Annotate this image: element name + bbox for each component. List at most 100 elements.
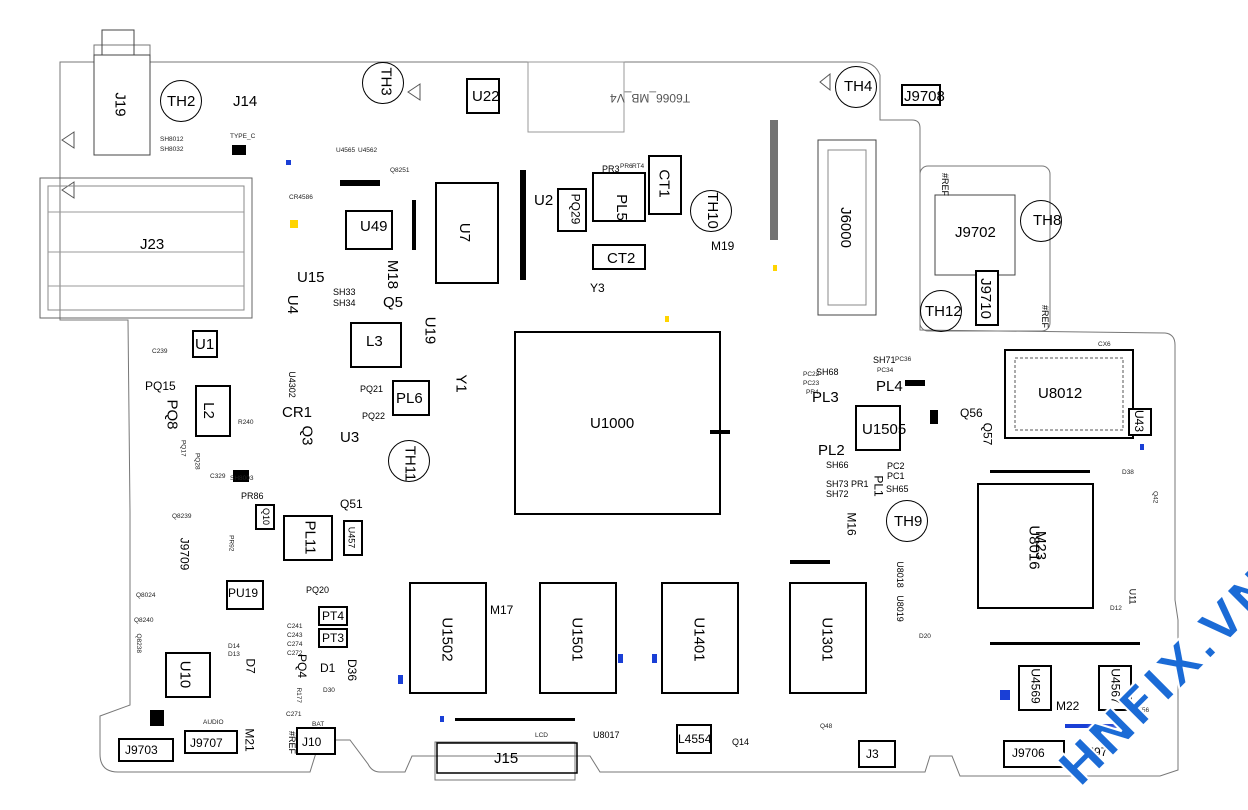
label-j10: J10 (302, 735, 322, 749)
label-c241: C241 (287, 623, 303, 630)
chip-j9708 (901, 84, 941, 106)
chip-l2 (195, 385, 231, 437)
label-pc1: PC1 (887, 471, 905, 481)
label-sh34: SH34 (333, 298, 356, 308)
board-title: T6066_MB_V4 (610, 91, 691, 105)
label-pr92: PR92 (227, 535, 235, 552)
chip-u457 (343, 520, 363, 556)
label-q8024: Q8024 (136, 592, 156, 599)
smd-part (150, 710, 164, 726)
label-j3: J3 (866, 747, 879, 761)
label-pc36: PC36 (895, 356, 912, 363)
label-q8238: Q8238 (135, 633, 143, 654)
label-pl2: PL2 (818, 442, 845, 459)
label-rt4: RT4 (632, 163, 645, 170)
label-sh33: SH33 (333, 287, 356, 297)
label-m18: M18 (384, 259, 402, 290)
label-pl3: PL3 (812, 389, 839, 406)
label-pq15: PQ15 (145, 379, 176, 393)
chip-q10 (255, 504, 275, 530)
label-u19: U19 (421, 316, 439, 345)
label-u1301: U1301 (818, 617, 836, 662)
label-typec: TYPE_C (230, 133, 256, 140)
label-th12: TH12 (925, 303, 962, 320)
label-u8019: U8019 (894, 595, 905, 622)
label-bat: BAT (312, 721, 325, 728)
label-ct1: CT1 (655, 169, 673, 198)
label-ref: #REF (940, 172, 951, 197)
label-sh8032: SH8032 (160, 146, 184, 153)
chip-l4554 (676, 724, 712, 754)
label-ct2: CT2 (607, 250, 636, 267)
label-c239: C239 (152, 348, 168, 355)
label-cr1: CR1 (282, 404, 313, 421)
chip-u4569 (1018, 665, 1052, 711)
label-u8012: U8012 (1038, 385, 1083, 402)
label-pc22: PC22 (803, 371, 820, 378)
smd-part (232, 145, 246, 155)
label-m17: M17 (490, 603, 514, 617)
label-j23: J23 (140, 236, 165, 253)
label-d1: D1 (320, 661, 336, 675)
chip-j9706 (1003, 740, 1065, 768)
label-l2: L2 (199, 402, 217, 419)
label-u49: U49 (360, 218, 388, 235)
label-ref: #REF (1040, 304, 1051, 329)
label-u8017: U8017 (593, 730, 620, 740)
chip-u1 (192, 330, 218, 358)
chip-u49 (345, 210, 393, 250)
label-sh65: SH65 (886, 484, 909, 494)
chip-u10 (165, 652, 211, 698)
label-pl4: PL4 (876, 378, 903, 395)
label-sh71: SH71 (873, 355, 896, 365)
chip-u43 (1128, 408, 1152, 436)
label-ref: #REF (287, 730, 298, 755)
smd-row (990, 642, 1140, 645)
smd-column (770, 120, 778, 240)
label-q56: Q56 (960, 406, 983, 420)
label-sh73: SH73 (826, 479, 849, 489)
label-th2: TH2 (167, 93, 196, 110)
label-c243: C243 (287, 632, 303, 639)
label-j9703: J9703 (125, 743, 158, 757)
chip-j3 (858, 740, 896, 768)
label-j9709: J9709 (177, 537, 192, 571)
label-pr3: PR3 (602, 164, 620, 174)
thermal-pad-th2 (160, 80, 202, 122)
chip-pl5 (592, 172, 646, 222)
label-pt3: PT3 (322, 631, 345, 645)
label-th11: TH11 (401, 445, 419, 482)
label-d14: D14 (228, 643, 240, 650)
label-u1: U1 (195, 336, 215, 353)
label-q10: Q10 (261, 507, 272, 526)
label-u1502: U1502 (438, 617, 456, 662)
smd-row (455, 718, 575, 721)
label-u8018: U8018 (894, 561, 905, 588)
label-q8251: Q8251 (390, 167, 410, 174)
thermal-pad-th8 (1020, 200, 1062, 242)
label-th10: TH10 (703, 192, 721, 229)
label-j9708: J9708 (904, 88, 945, 105)
smd-part (710, 430, 730, 434)
label-d38: D38 (1122, 469, 1134, 476)
label-sh72: SH72 (826, 489, 849, 499)
label-pt4: PT4 (322, 609, 345, 623)
chip-u22 (466, 78, 500, 114)
label-d12: D12 (1110, 605, 1122, 612)
thermal-pad-th11 (388, 440, 430, 482)
chip-pt4 (318, 606, 348, 626)
chip-u1505 (855, 405, 901, 451)
thermal-pad-th3 (362, 62, 404, 104)
label-u1505: U1505 (862, 421, 907, 438)
label-cx6: CX6 (1098, 341, 1111, 348)
label-r240: R240 (238, 419, 254, 426)
label-u15: U15 (297, 269, 325, 286)
label-u1501: U1501 (568, 617, 586, 662)
chip-pq29 (557, 188, 587, 232)
chip-j9710 (975, 270, 999, 326)
label-pc34: PC34 (877, 367, 894, 374)
label-pq28: PQ28 (193, 452, 201, 470)
smd-part (233, 470, 249, 482)
label-pl1: PL1 (871, 475, 886, 497)
